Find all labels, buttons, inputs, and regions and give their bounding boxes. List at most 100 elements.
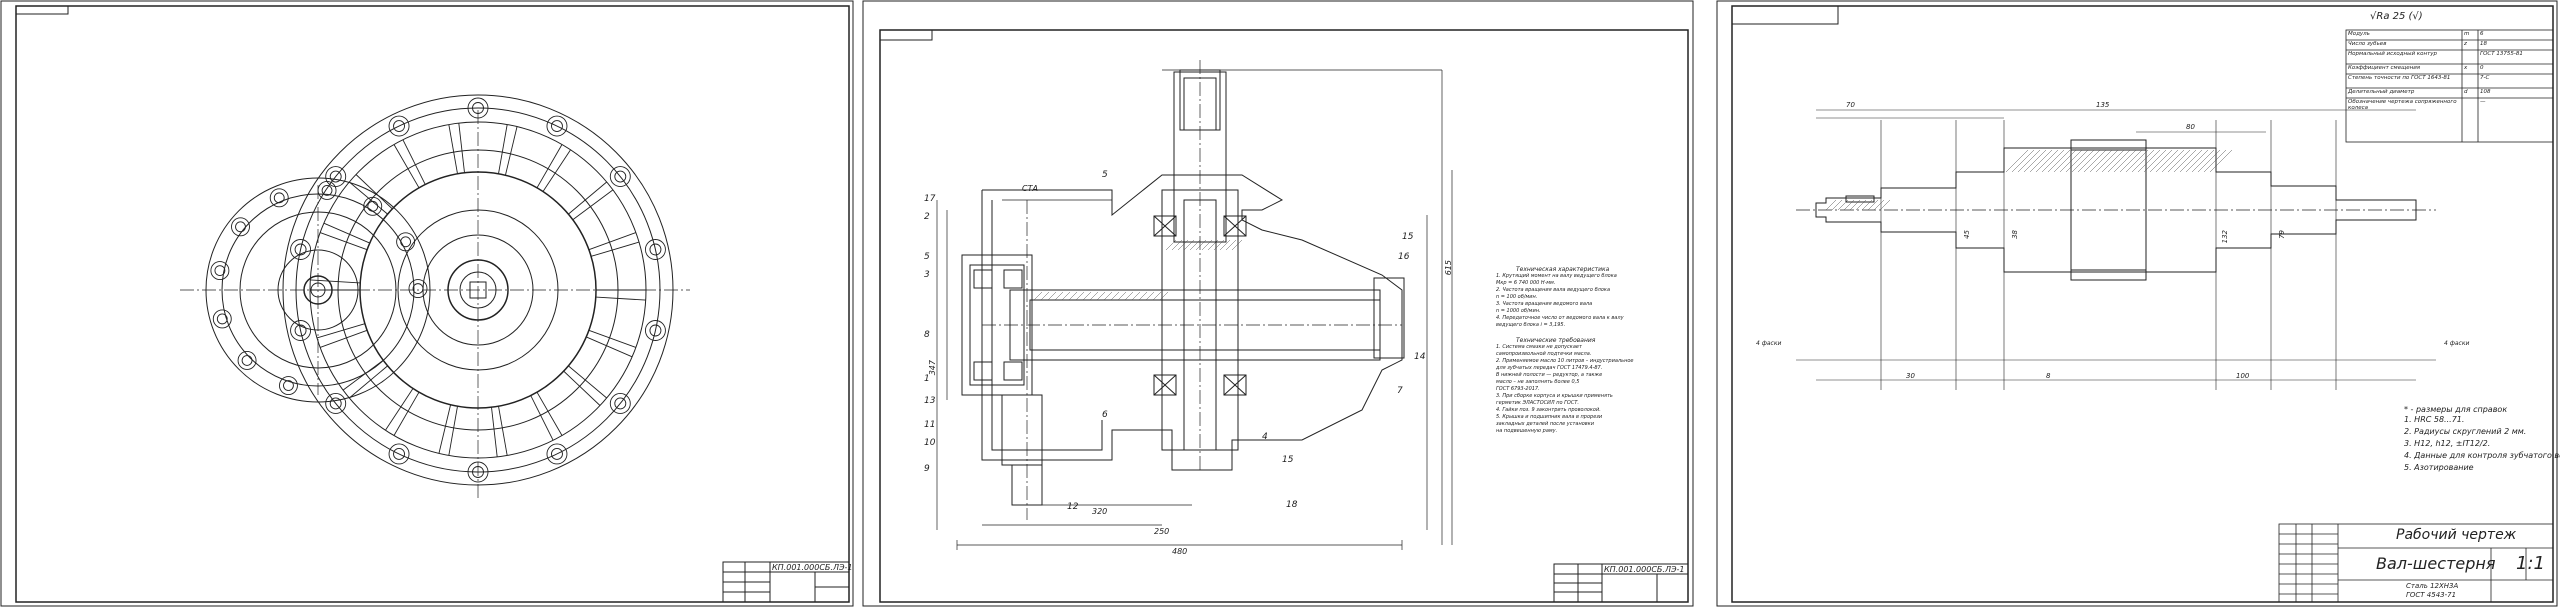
housing-rib: [342, 359, 384, 391]
hatch-line: [1159, 291, 1169, 301]
hatch-line: [1068, 291, 1078, 301]
hatch-line: [2077, 149, 2101, 173]
leader-label: 9: [924, 464, 930, 474]
hatch-line: [2041, 149, 2065, 173]
housing-rib: [542, 149, 571, 192]
dim-label: 8: [2046, 372, 2051, 380]
housing-rib: [355, 174, 393, 210]
hatch-line: [1879, 199, 1891, 211]
hatch-line: [2179, 149, 2203, 173]
dim-label: 480: [1172, 547, 1188, 556]
param-table-cell: Коэффициент смещения: [2348, 65, 2421, 71]
bolt-hole-inner: [614, 397, 627, 410]
dim-label: 70: [1846, 101, 1855, 109]
bolt-hole-inner: [649, 324, 662, 337]
sheet-3-drawing: [1716, 0, 2558, 607]
housing-rib: [393, 391, 420, 436]
hatch-line: [1867, 199, 1879, 211]
bolt-hole: [290, 320, 312, 341]
param-table-cell: Число зубьев: [2348, 41, 2387, 47]
hatch-line: [1152, 291, 1162, 301]
notes-list: 1. HRC 58...71.2. Радиусы скруглений 2 м…: [2404, 414, 2560, 474]
hatch-line: [1165, 239, 1177, 251]
bolt-hole-inner: [273, 192, 285, 204]
text-line: на подвешенную раму.: [1496, 428, 1558, 434]
housing-rib: [393, 144, 420, 189]
hatch-line: [1831, 199, 1843, 211]
dim-label: 80: [2186, 123, 2195, 131]
bolt-hole-inner: [329, 397, 342, 410]
housing-rib: [568, 181, 607, 215]
housing-rib: [530, 395, 554, 441]
text-line: В нижней полости — редуктор, а также: [1496, 372, 1603, 378]
bolt-hole: [609, 393, 631, 414]
hatch-line: [2131, 149, 2155, 173]
bolt-hole-inner: [393, 120, 405, 132]
hatch-line: [1171, 239, 1183, 251]
bolt-hole: [269, 188, 289, 208]
tech-lines-2: 1. Система смазки не допускает самопроиз…: [1496, 344, 1686, 435]
notes-block: * - размеры для справок 1. HRC 58...71.2…: [2404, 405, 2560, 474]
bolt-hole-inner: [216, 313, 228, 325]
bolt-hole: [467, 461, 489, 483]
dim-label: 79: [2278, 230, 2286, 239]
bolt-hole-inner: [400, 236, 412, 248]
param-table-cell: Степень точности по ГОСТ 1643-81: [2348, 75, 2451, 81]
leader-label: 13: [924, 396, 936, 406]
hatch-line: [2125, 149, 2149, 173]
param-table-cell: Делительный диаметр: [2348, 89, 2415, 95]
bolt-hole: [388, 443, 410, 465]
notes-header: * - размеры для справок: [2404, 405, 2508, 414]
hatch-line: [2071, 149, 2095, 173]
hatch-line: [2113, 149, 2137, 173]
text-line: n = 1000 об/мин.: [1496, 308, 1541, 314]
bolt-hole: [231, 217, 250, 237]
bolt-hole-inner: [294, 324, 307, 337]
text-line: 4. Данные для контроля зубчатого венца в…: [2404, 451, 2560, 460]
text-line: n = 100 об/мин.: [1496, 294, 1538, 300]
hatch-line: [1145, 291, 1155, 301]
bolt-hole-inner: [241, 355, 253, 366]
param-table-cell: 108: [2480, 89, 2491, 95]
bolt-hole: [467, 97, 489, 119]
hatch-line: [1873, 199, 1885, 211]
hatch-line: [1089, 291, 1099, 301]
bolt-hole-inner: [214, 265, 226, 276]
housing-rib: [590, 241, 640, 257]
param-table-cell: 18: [2480, 41, 2487, 47]
text-line: масло – не заполнять более 0,5: [1496, 379, 1580, 385]
bolt-hole-inner: [551, 448, 563, 460]
hatch-line: [2101, 149, 2125, 173]
hatch-line: [2059, 149, 2083, 173]
sheet-1-drawing: [0, 0, 854, 607]
bolt-hole-inner: [614, 170, 627, 183]
hatch-line: [1207, 239, 1219, 251]
text-line: 1. HRC 58...71.: [2404, 415, 2465, 424]
hatch-line: [2017, 149, 2041, 173]
housing-rib: [310, 279, 361, 284]
text-line: 3. Частота вращения ведомого вала: [1496, 301, 1593, 307]
leader-label: 11: [924, 420, 936, 430]
hatch-line: [1103, 291, 1113, 301]
leader-label: 8: [924, 330, 930, 340]
housing-rib: [498, 406, 508, 456]
hatch-line: [1082, 291, 1092, 301]
hatch-line: [1183, 239, 1195, 251]
housing-rib: [319, 232, 368, 251]
dim-label: СТА: [1022, 184, 1038, 193]
housing-rib: [438, 404, 452, 454]
hatch-line: [1837, 199, 1849, 211]
hatch-line: [1075, 291, 1085, 301]
param-table-cell: Нормальный исходный контур: [2348, 51, 2438, 57]
bolt-hole-inner: [472, 102, 484, 114]
hatch-line: [2023, 149, 2047, 173]
hatch-line: [1225, 239, 1237, 251]
hatch-line: [1195, 239, 1207, 251]
housing-rib: [448, 406, 458, 456]
hatch-line: [2155, 149, 2179, 173]
hatch-line: [2029, 149, 2053, 173]
bolt-hole-inner: [367, 200, 379, 212]
hatch-line: [2047, 149, 2071, 173]
bolt-hole-inner: [329, 170, 342, 183]
